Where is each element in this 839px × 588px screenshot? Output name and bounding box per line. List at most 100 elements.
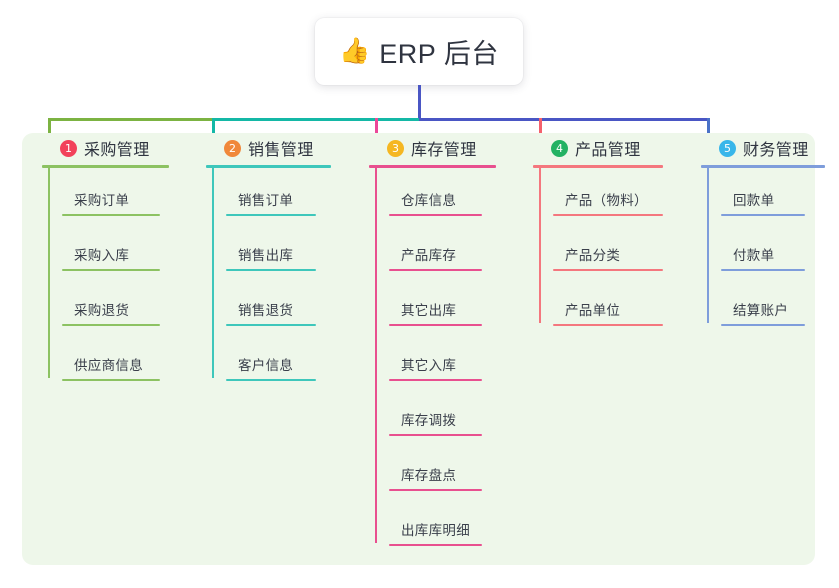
branch-item[interactable]: 仓库信息 — [389, 189, 482, 216]
branch-item[interactable]: 客户信息 — [226, 354, 316, 381]
branch-item-underline — [389, 324, 482, 326]
branch-item[interactable]: 产品单位 — [553, 299, 663, 326]
branch-column-1: 1 采购管理采购订单采购入库采购退货供应商信息 — [42, 133, 169, 381]
branch-column-3: 3 库存管理仓库信息产品库存其它出库其它入库库存调拨库存盘点出库库明细 — [369, 133, 496, 546]
branch-item[interactable]: 销售出库 — [226, 244, 316, 271]
branch-badge-5: 5 — [719, 139, 736, 157]
branch-item-label: 其它出库 — [401, 303, 457, 318]
branch-item[interactable]: 结算账户 — [721, 299, 805, 326]
branch-title-5: 财务管理 — [743, 142, 809, 159]
branch-column-5: 5 财务管理回款单付款单结算账户 — [701, 133, 825, 326]
branch-title-1: 采购管理 — [84, 142, 150, 159]
branch-item[interactable]: 产品（物料） — [553, 189, 663, 216]
branch-item[interactable]: 其它入库 — [389, 354, 482, 381]
branch-item-label: 销售订单 — [238, 193, 294, 208]
branch-item-underline — [553, 214, 663, 216]
branch-item-label: 库存调拨 — [401, 413, 457, 428]
branch-title-3: 库存管理 — [411, 142, 477, 159]
branch-title-4: 产品管理 — [575, 142, 641, 159]
branch-item-underline — [226, 269, 316, 271]
root-node-content: 👍 ERP 后台 — [339, 32, 499, 71]
branch-item[interactable]: 采购入库 — [62, 244, 160, 271]
branch-item-label: 产品库存 — [401, 248, 457, 263]
branch-item-underline — [389, 214, 482, 216]
branch-spine-5 — [707, 167, 709, 323]
root-node[interactable]: 👍 ERP 后台 — [315, 18, 523, 85]
branch-item-label: 销售退货 — [238, 303, 294, 318]
branch-underline-5 — [701, 165, 825, 168]
branch-badge-2: 2 — [224, 139, 241, 157]
branch-item-underline — [226, 214, 316, 216]
connector-root-stem — [418, 85, 421, 118]
branch-item-underline — [721, 214, 805, 216]
branch-item[interactable]: 供应商信息 — [62, 354, 160, 381]
branch-badge-1: 1 — [60, 139, 77, 157]
branch-item-label: 供应商信息 — [74, 358, 143, 373]
branch-item-underline — [389, 544, 482, 546]
branch-underline-2 — [206, 165, 331, 168]
branch-underline-4 — [533, 165, 663, 168]
branch-item-underline — [721, 269, 805, 271]
branch-spine-3 — [375, 167, 377, 543]
thumbs-up-icon: 👍 — [339, 37, 371, 65]
branch-item-label: 库存盘点 — [401, 468, 457, 483]
branch-item-underline — [389, 269, 482, 271]
branch-underline-1 — [42, 165, 169, 168]
branch-item-underline — [389, 489, 482, 491]
branch-item-underline — [62, 324, 160, 326]
connector-bus-segment-2 — [212, 118, 422, 121]
branch-header-2[interactable]: 2 销售管理 — [206, 133, 314, 163]
branch-item[interactable]: 销售退货 — [226, 299, 316, 326]
branch-title-2: 销售管理 — [248, 142, 314, 159]
branch-header-3[interactable]: 3 库存管理 — [369, 133, 477, 163]
branch-item[interactable]: 其它出库 — [389, 299, 482, 326]
branch-item-label: 付款单 — [733, 248, 775, 263]
branch-spine-1 — [48, 167, 50, 378]
branch-item-label: 客户信息 — [238, 358, 294, 373]
branch-underline-3 — [369, 165, 496, 168]
branch-item-label: 产品分类 — [565, 248, 621, 263]
branch-item[interactable]: 库存调拨 — [389, 409, 482, 436]
root-title: ERP 后台 — [379, 39, 499, 69]
branch-item[interactable]: 销售订单 — [226, 189, 316, 216]
branch-badge-3: 3 — [387, 139, 404, 157]
branch-item[interactable]: 产品分类 — [553, 244, 663, 271]
branch-column-2: 2 销售管理销售订单销售出库销售退货客户信息 — [206, 133, 331, 381]
branch-item-underline — [553, 269, 663, 271]
branch-item-underline — [62, 214, 160, 216]
branch-item-label: 回款单 — [733, 193, 775, 208]
branch-item-underline — [553, 324, 663, 326]
branches-panel: 1 采购管理采购订单采购入库采购退货供应商信息 2 销售管理销售订单销售出库销售退货客… — [22, 133, 825, 565]
branch-item-label: 采购退货 — [74, 303, 130, 318]
branch-header-5[interactable]: 5 财务管理 — [701, 133, 809, 163]
branch-item[interactable]: 库存盘点 — [389, 464, 482, 491]
branch-item[interactable]: 采购订单 — [62, 189, 160, 216]
branch-item[interactable]: 出库库明细 — [389, 519, 482, 546]
branch-item-label: 产品单位 — [565, 303, 621, 318]
branch-item-label: 采购订单 — [74, 193, 130, 208]
branch-item[interactable]: 采购退货 — [62, 299, 160, 326]
branch-item-underline — [226, 379, 316, 381]
branch-item-label: 仓库信息 — [401, 193, 457, 208]
branch-item-label: 采购入库 — [74, 248, 130, 263]
branch-item-label: 结算账户 — [733, 303, 789, 318]
branch-item-label: 销售出库 — [238, 248, 294, 263]
branch-item-label: 产品（物料） — [565, 193, 648, 208]
branch-spine-4 — [539, 167, 541, 323]
branch-item-label: 出库库明细 — [401, 523, 470, 538]
connector-bus-segment-3 — [419, 118, 710, 121]
branch-header-4[interactable]: 4 产品管理 — [533, 133, 641, 163]
branch-item-underline — [389, 434, 482, 436]
branch-item[interactable]: 产品库存 — [389, 244, 482, 271]
branch-header-1[interactable]: 1 采购管理 — [42, 133, 150, 163]
branch-item-underline — [721, 324, 805, 326]
branch-item[interactable]: 回款单 — [721, 189, 805, 216]
branch-item-underline — [62, 379, 160, 381]
branch-item-underline — [226, 324, 316, 326]
branch-badge-4: 4 — [551, 139, 568, 157]
branch-item-underline — [62, 269, 160, 271]
connector-bus-segment-1 — [48, 118, 215, 121]
branch-item-underline — [389, 379, 482, 381]
branch-item[interactable]: 付款单 — [721, 244, 805, 271]
branch-column-4: 4 产品管理产品（物料） 产品分类产品单位 — [533, 133, 663, 326]
